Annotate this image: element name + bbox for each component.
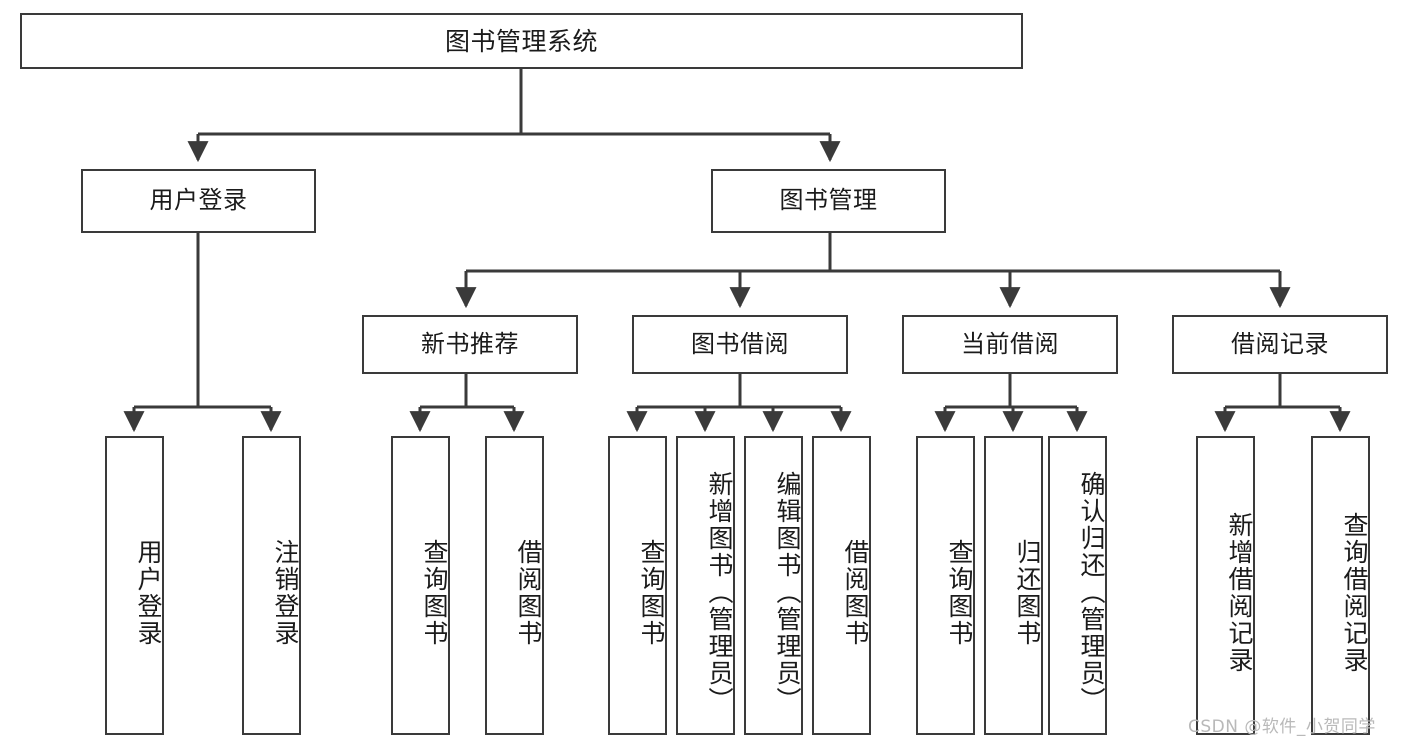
node-new-book-recommend[interactable]: 新书推荐 bbox=[362, 315, 578, 374]
leaf-borrow-add-book-admin[interactable]: 新增图书（管理员） bbox=[676, 436, 735, 735]
leaf-current-confirm-return-admin[interactable]: 确认归还（管理员） bbox=[1048, 436, 1107, 735]
leaf-label: 编辑图书（管理员） bbox=[773, 471, 802, 714]
leaf-borrow-borrow-book[interactable]: 借阅图书 bbox=[812, 436, 871, 735]
leaf-user-login-logout[interactable]: 注销登录 bbox=[242, 436, 301, 735]
node-book-borrow[interactable]: 图书借阅 bbox=[632, 315, 848, 374]
leaf-user-login-login[interactable]: 用户登录 bbox=[105, 436, 164, 735]
leaf-label: 借阅图书 bbox=[841, 538, 870, 647]
leaf-borrow-query-book[interactable]: 查询图书 bbox=[608, 436, 667, 735]
leaf-label: 查询图书 bbox=[420, 538, 449, 647]
leaf-label: 归还图书 bbox=[1013, 538, 1042, 647]
leaf-label: 查询借阅记录 bbox=[1340, 511, 1369, 674]
node-borrow-record[interactable]: 借阅记录 bbox=[1172, 315, 1388, 374]
node-user-login[interactable]: 用户登录 bbox=[81, 169, 316, 233]
leaf-label: 查询图书 bbox=[945, 538, 974, 647]
node-book-management[interactable]: 图书管理 bbox=[711, 169, 946, 233]
leaf-label: 用户登录 bbox=[134, 538, 163, 647]
leaf-record-query-record[interactable]: 查询借阅记录 bbox=[1311, 436, 1370, 735]
leaf-label: 查询图书 bbox=[637, 538, 666, 647]
node-current-borrow[interactable]: 当前借阅 bbox=[902, 315, 1118, 374]
leaf-current-return-book[interactable]: 归还图书 bbox=[984, 436, 1043, 735]
leaf-label: 新增图书（管理员） bbox=[705, 471, 734, 714]
watermark: CSDN @软件_小贺同学 bbox=[1188, 717, 1376, 737]
leaf-record-add-record[interactable]: 新增借阅记录 bbox=[1196, 436, 1255, 735]
leaf-recommend-query-book[interactable]: 查询图书 bbox=[391, 436, 450, 735]
node-root-system[interactable]: 图书管理系统 bbox=[20, 13, 1023, 69]
leaf-label: 新增借阅记录 bbox=[1225, 511, 1254, 674]
leaf-borrow-edit-book-admin[interactable]: 编辑图书（管理员） bbox=[744, 436, 803, 735]
leaf-label: 注销登录 bbox=[271, 538, 300, 647]
leaf-current-query-book[interactable]: 查询图书 bbox=[916, 436, 975, 735]
leaf-label: 确认归还（管理员） bbox=[1077, 471, 1106, 714]
leaf-recommend-borrow-book[interactable]: 借阅图书 bbox=[485, 436, 544, 735]
leaf-label: 借阅图书 bbox=[514, 538, 543, 647]
